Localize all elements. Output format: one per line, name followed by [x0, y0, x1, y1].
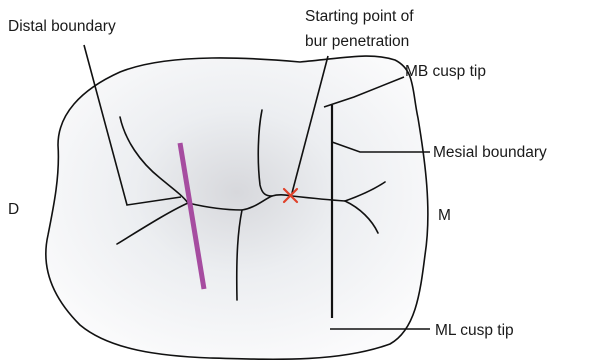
tooth-outline — [46, 56, 428, 359]
mb-cusp-tip-label: MB cusp tip — [405, 63, 486, 80]
starting-point-label-line1: Starting point of — [305, 8, 414, 25]
mesial-boundary-label: Mesial boundary — [433, 144, 547, 161]
mesial-side-label: M — [438, 207, 451, 224]
distal-side-label: D — [8, 201, 19, 218]
starting-point-label-line2: bur penetration — [305, 33, 409, 50]
ml-cusp-tip-label: ML cusp tip — [435, 322, 514, 339]
distal-boundary-label: Distal boundary — [8, 18, 116, 35]
